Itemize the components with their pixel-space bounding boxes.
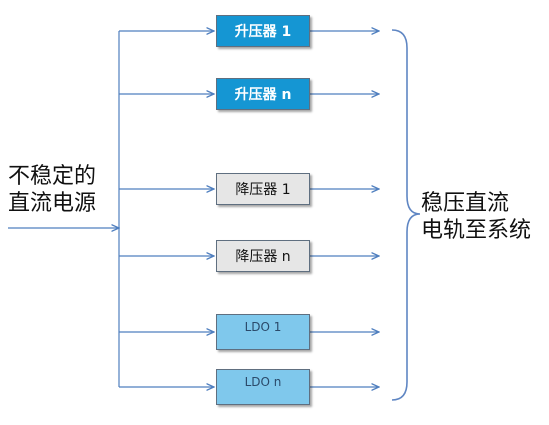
source-label-line2: 直流电源 [8,191,97,216]
target-label-line1: 稳压直流 [421,191,510,216]
converter-label: LDO n [244,375,282,389]
connection-lines [8,31,379,387]
converter-label: 升压器 n [234,87,292,103]
converter-box-boost: 升压器 n [216,78,310,110]
converter-label: 降压器 n [235,249,291,265]
target-label: 稳压直流 电轨至系统 [421,190,531,244]
converter-box-boost: 升压器 1 [216,15,310,47]
source-label: 不稳定的 直流电源 [8,163,96,217]
right-brace [391,29,421,401]
converter-box-buck: 降压器 1 [216,173,310,205]
converter-label: 降压器 1 [235,182,291,198]
converter-box-buck: 降压器 n [216,240,310,272]
converter-label: 升压器 1 [234,24,292,40]
converter-box-ldo: LDO 1 [216,314,310,350]
target-label-line2: 电轨至系统 [421,218,532,243]
source-label-line1: 不稳定的 [8,164,97,189]
converter-box-ldo: LDO n [216,369,310,405]
converter-label: LDO 1 [244,320,282,334]
